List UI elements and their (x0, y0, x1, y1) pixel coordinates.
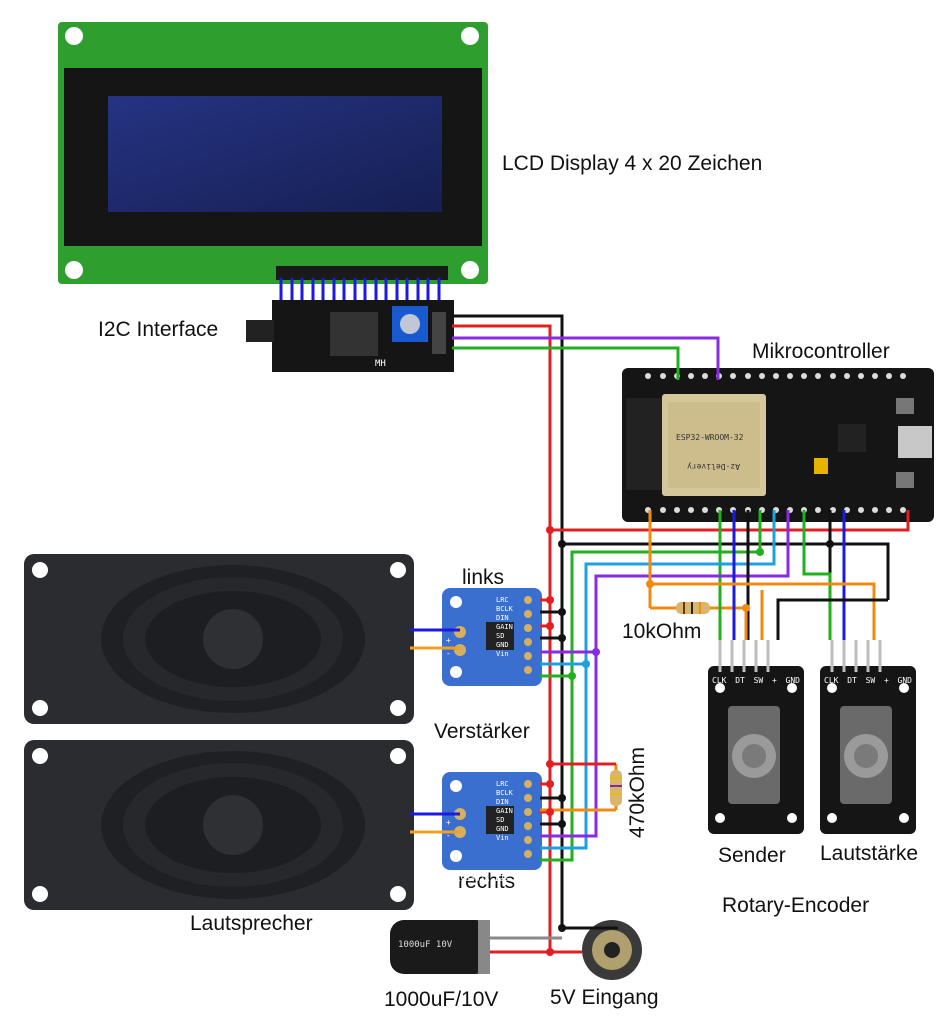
wires (452, 314, 910, 954)
label-5v-eingang: 5V Eingang (550, 986, 659, 1009)
enc-pin-label: GND (785, 676, 800, 685)
amp-pin-label: GAIN (496, 807, 513, 815)
dc-jack (582, 920, 642, 980)
esp-brand-text: Az-Delivery (687, 462, 740, 471)
rotary-encoder-lautstaerke (820, 640, 916, 834)
enc-pin-label: + (883, 676, 889, 685)
encoder-lautstaerke-pin-labels: CLK DT SW + GND (824, 676, 912, 685)
amplifier-right (442, 772, 542, 870)
amp-pin-label: GAIN (496, 623, 513, 631)
label-lcd: LCD Display 4 x 20 Zeichen (502, 152, 763, 175)
amp-pin-label: BCLK (496, 789, 513, 797)
i2c-interface-board: MH (246, 300, 454, 372)
enc-pin-label: + (771, 676, 777, 685)
speaker-right (24, 740, 414, 910)
amp-pin-label: GND (496, 641, 509, 649)
i2c-board-mark: MH (375, 359, 386, 369)
lcd-header-pins (276, 266, 448, 280)
enc-pin-label: SW (753, 676, 764, 685)
label-lautsprecher: Lautsprecher (190, 912, 313, 935)
amp-pin-label: SD (496, 632, 505, 640)
amp-right-pin-labels: LRC BCLK DIN GAIN SD GND Vin (496, 780, 513, 842)
junction-dots (546, 526, 834, 956)
label-verstaerker: Verstärker (434, 720, 530, 743)
spk-pin-label: + (446, 818, 451, 827)
capacitor-print: 1000uF 10V (398, 940, 453, 950)
amp-pin-label: SD (496, 816, 505, 824)
enc-pin-label: DT (735, 676, 745, 685)
amp-pin-label: GND (496, 825, 509, 833)
amp-left-print: MAX98357A I2S Amp (446, 690, 528, 699)
amp-pin-label: Vin (496, 834, 509, 842)
label-mcu: Mikrocontroller (752, 340, 890, 363)
label-rechts: rechts (458, 870, 516, 893)
speaker-left-terminal-labels: + - (446, 636, 451, 658)
label-sender: Sender (718, 844, 786, 867)
label-i2c: I2C Interface (98, 318, 219, 341)
enc-pin-label: GND (897, 676, 912, 685)
label-links: links (462, 566, 505, 589)
speaker-wires (410, 628, 460, 834)
enc-pin-label: CLK (712, 676, 727, 685)
amp-pin-label: LRC (496, 596, 509, 604)
esp32-board: ESP32-WROOM-32 Az-Delivery (622, 368, 934, 522)
speaker-right-terminal-labels: + - (446, 818, 451, 840)
spk-pin-label: - (446, 831, 451, 840)
resistor-470k (610, 764, 622, 810)
capacitor (390, 920, 490, 974)
lcd-i2c-pins (279, 278, 441, 302)
enc-pin-label: DT (847, 676, 857, 685)
label-capacitor: 1000uF/10V (384, 988, 499, 1011)
esp-model-text: ESP32-WROOM-32 (676, 433, 744, 442)
amp-right-print: MAX98357A I2S Amp (446, 874, 528, 883)
enc-pin-label: CLK (824, 676, 839, 685)
label-lautstaerke: Lautstärke (820, 842, 919, 865)
amp-pin-label: DIN (496, 614, 509, 622)
amp-pin-label: LRC (496, 780, 509, 788)
speaker-left (24, 554, 414, 724)
label-rotary: Rotary-Encoder (722, 894, 870, 917)
rotary-encoder-sender (708, 640, 804, 834)
amp-pin-label: Vin (496, 650, 509, 658)
spk-pin-label: - (446, 649, 451, 658)
amp-pin-label: BCLK (496, 605, 513, 613)
amplifier-left (442, 588, 542, 686)
enc-pin-label: SW (865, 676, 876, 685)
amp-left-pin-labels: LRC BCLK DIN GAIN SD GND Vin (496, 596, 513, 658)
label-10k: 10kOhm (622, 620, 702, 643)
encoder-sender-pin-labels: CLK DT SW + GND (712, 676, 800, 685)
lcd-display (58, 22, 488, 284)
label-470k: 470kOhm (626, 746, 649, 838)
amp-pin-label: DIN (496, 798, 509, 806)
spk-pin-label: + (446, 636, 451, 645)
resistor-10k (650, 602, 746, 614)
